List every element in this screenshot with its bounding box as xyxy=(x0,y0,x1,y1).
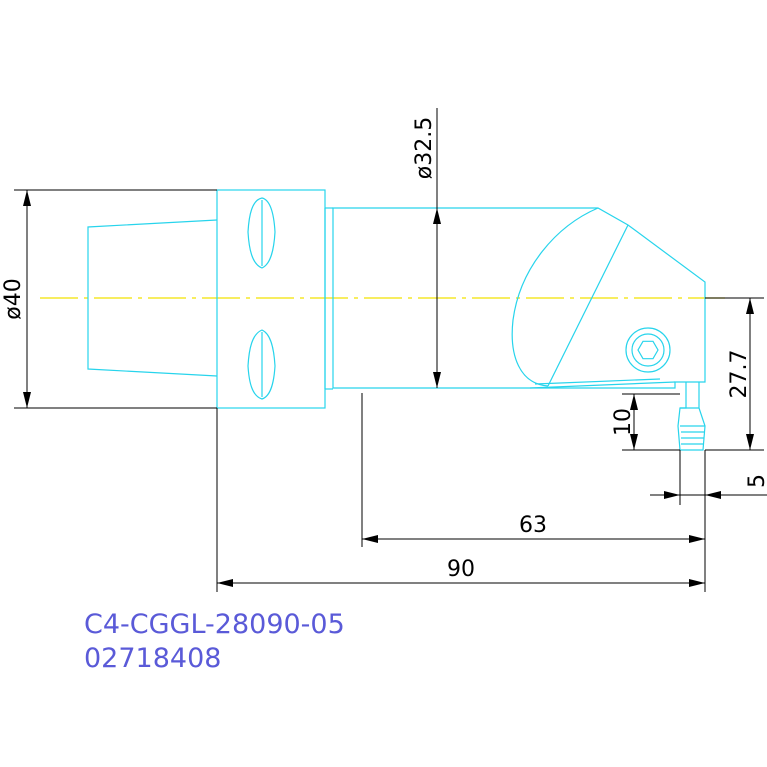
dim-diameter-40: ø40 xyxy=(1,189,217,409)
dim-height-27-7: 27.7 xyxy=(705,297,764,451)
dim-label-diameter-32-5: ø32.5 xyxy=(412,117,437,179)
clamp-screw xyxy=(625,327,671,373)
insert-pocket xyxy=(511,207,599,387)
dim-label-height-27-7: 27.7 xyxy=(727,350,752,399)
dim-label-length-90: 90 xyxy=(447,557,475,582)
tool-holder-outline xyxy=(87,189,706,451)
drive-slot-upper xyxy=(247,197,276,269)
part-number: C4-CGGL-28090-05 xyxy=(84,609,345,640)
dim-offset-5: 5 xyxy=(650,450,767,592)
dim-label-height-10: 10 xyxy=(611,408,636,436)
dim-diameter-32-5: ø32.5 xyxy=(412,108,441,388)
dim-label-offset-5: 5 xyxy=(745,474,767,488)
order-code: 02718408 xyxy=(84,643,221,674)
dim-label-length-63: 63 xyxy=(519,513,547,538)
taper-shank xyxy=(87,219,218,377)
collar xyxy=(216,189,326,409)
dim-height-10: 10 xyxy=(611,393,680,451)
cutting-insert xyxy=(677,382,706,451)
dim-length-63: 63 xyxy=(361,393,705,547)
dim-length-90: 90 xyxy=(216,408,705,592)
body xyxy=(332,207,706,389)
drive-slot-lower xyxy=(247,329,276,400)
dim-label-diameter-40: ø40 xyxy=(1,278,26,319)
